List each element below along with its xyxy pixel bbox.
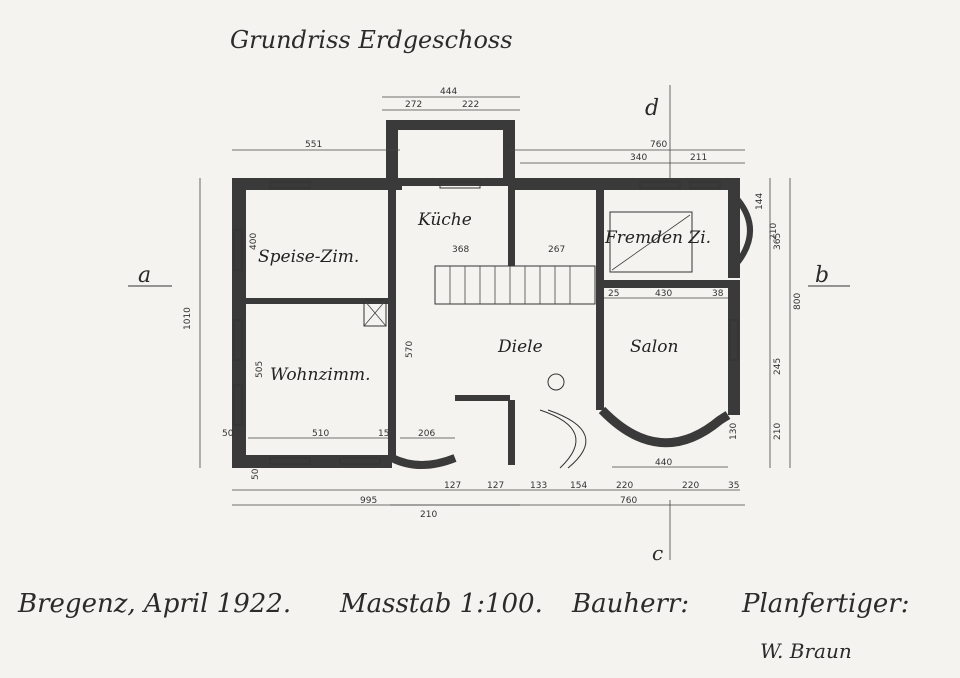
- svg-text:127: 127: [487, 481, 504, 491]
- footer-signature: W. Braun: [760, 639, 852, 663]
- svg-text:760: 760: [650, 140, 667, 150]
- room-label-fremden: Fremden Zi.: [604, 228, 711, 248]
- svg-text:206: 206: [418, 429, 435, 439]
- svg-text:210: 210: [769, 223, 779, 240]
- svg-text:35: 35: [728, 481, 739, 491]
- svg-text:210: 210: [773, 423, 783, 440]
- svg-text:25: 25: [608, 289, 619, 299]
- room-label-speise: Speise-Zim.: [258, 247, 359, 267]
- svg-text:1010: 1010: [183, 307, 193, 330]
- svg-text:340: 340: [630, 153, 647, 163]
- section-mark-a: a: [138, 263, 151, 288]
- svg-text:211: 211: [690, 153, 707, 163]
- svg-text:222: 222: [462, 100, 479, 110]
- room-label-diele: Diele: [497, 337, 543, 357]
- windows: [233, 181, 739, 465]
- svg-text:210: 210: [420, 510, 437, 520]
- svg-text:220: 220: [682, 481, 699, 491]
- walls: [232, 120, 753, 469]
- svg-text:38: 38: [712, 289, 724, 299]
- svg-text:551: 551: [305, 140, 322, 150]
- svg-text:245: 245: [773, 358, 783, 375]
- footer-planner: Planfertiger:: [741, 589, 909, 619]
- svg-text:440: 440: [655, 458, 672, 468]
- svg-text:50: 50: [251, 468, 261, 480]
- svg-text:800: 800: [793, 293, 803, 310]
- room-label-wohn: Wohnzimm.: [270, 365, 371, 385]
- svg-text:995: 995: [360, 496, 377, 506]
- room-label-kueche: Küche: [417, 210, 472, 230]
- svg-text:444: 444: [440, 87, 457, 97]
- section-mark-b: b: [815, 263, 829, 288]
- footer-place-date: Bregenz, April 1922.: [17, 589, 291, 619]
- svg-text:220: 220: [616, 481, 633, 491]
- svg-text:50: 50: [222, 429, 234, 439]
- svg-text:505: 505: [255, 361, 265, 378]
- svg-text:365: 365: [773, 233, 783, 250]
- footer-scale: Masstab 1:100.: [339, 589, 543, 619]
- dimension-lines: [199, 85, 791, 560]
- svg-text:570: 570: [405, 341, 415, 358]
- svg-text:510: 510: [312, 429, 329, 439]
- main-staircase: [434, 265, 596, 305]
- svg-text:267: 267: [548, 245, 565, 255]
- svg-text:368: 368: [452, 245, 469, 255]
- svg-text:130: 130: [729, 423, 739, 440]
- svg-text:144: 144: [755, 193, 765, 210]
- dimension-labels: 444 272 222 551 760 340 211 1010 800 365…: [183, 87, 803, 520]
- section-marks: a b d c: [128, 96, 850, 565]
- svg-text:154: 154: [570, 481, 587, 491]
- svg-text:400: 400: [249, 233, 259, 250]
- svg-text:127: 127: [444, 481, 461, 491]
- svg-text:760: 760: [620, 496, 637, 506]
- footer-client: Bauherr:: [571, 589, 689, 619]
- svg-text:430: 430: [655, 289, 672, 299]
- plan-title: Grundriss Erdgeschoss: [230, 26, 513, 54]
- room-label-salon: Salon: [630, 337, 678, 357]
- section-mark-d: d: [645, 96, 659, 121]
- svg-text:15: 15: [378, 429, 389, 439]
- svg-text:272: 272: [405, 100, 422, 110]
- section-mark-c: c: [652, 541, 663, 565]
- svg-text:133: 133: [530, 481, 547, 491]
